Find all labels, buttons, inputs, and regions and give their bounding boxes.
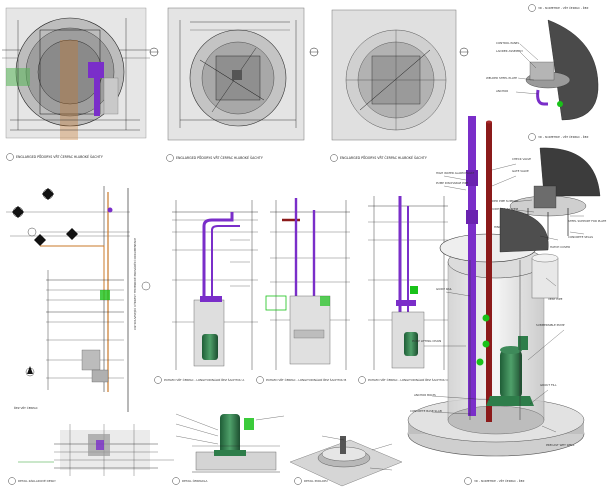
plan-view-1: ENGLARGED PŮDORYS VŘT ČERPAC HLUBOKÉ ŠAC… — [2, 7, 150, 161]
svg-text:WELDED STEEL PLATE: WELDED STEEL PLATE — [486, 76, 517, 80]
svg-text:PUMP LIFTING CHAIN: PUMP LIFTING CHAIN — [412, 339, 441, 343]
svg-text:STEEL SUPPORT FOR PLATE: STEEL SUPPORT FOR PLATE — [568, 219, 607, 223]
svg-text:WELDED PIPE SUPPORT: WELDED PIPE SUPPORT — [486, 199, 519, 203]
view-caption: DETAIL ZÁKLADOVÉ DESKY — [18, 478, 56, 483]
view-bubble-icon — [330, 154, 338, 162]
svg-text:HATCH COVER: HATCH COVER — [550, 245, 570, 249]
detail-view-2: DETAIL ČERPADLA — [172, 413, 285, 485]
view-caption: ENGLARGED PŮDORYS VŘT ČERPAC HLUBOKÉ ŠAC… — [340, 155, 427, 160]
view-caption: POHLED VŘT ČERPAC - LONGITUDINÁLNÍ ŘEZ Š… — [368, 377, 448, 382]
svg-text:VIZ SOUVISEJÍCÍ VÝKRESY TECHNI: VIZ SOUVISEJÍCÍ VÝKRESY TECHNICKÉ PROVÁD… — [132, 238, 137, 330]
svg-text:LADDER ASSEMBLY: LADDER ASSEMBLY — [496, 49, 523, 53]
north-arrow-icon — [25, 366, 35, 377]
svg-text:SUBMERSIBLE PUMP: SUBMERSIBLE PUMP — [536, 323, 565, 327]
section-marker-icon — [309, 47, 319, 57]
view-caption: POHLED VŘT ČERPAC - LONGITUDINÁLNÍ ŘEZ Š… — [164, 377, 244, 382]
svg-text:ANCHOR: ANCHOR — [496, 89, 508, 93]
section-marker-icon — [149, 47, 159, 57]
view-caption: 3D - ISOMETRIE - VŘT ČERPAC - ŘEZ — [538, 134, 588, 139]
view-bubble-icon — [141, 281, 151, 291]
label-column: CONTROL PANEL LADDER ASSEMBLY WELDED STE… — [486, 41, 539, 95]
section-view-c: POHLED VŘT ČERPAC - LONGITUDINÁLNÍ ŘEZ Š… — [358, 196, 448, 384]
view-bubble-icon — [294, 477, 302, 485]
detail-view-1: DETAIL ZÁKLADOVÉ DESKY — [8, 424, 174, 485]
svg-text:GUIDE RAIL: GUIDE RAIL — [436, 287, 452, 291]
view-caption: POHLED VŘT ČERPAC - LONGITUDINÁLNÍ ŘEZ Š… — [266, 377, 346, 382]
svg-text:HIGH WATER ALARM FLOAT: HIGH WATER ALARM FLOAT — [436, 171, 474, 175]
view-bubble-icon — [27, 227, 37, 237]
view-caption: DETAIL POKLOPU — [304, 479, 328, 483]
view-bubble-icon — [464, 477, 472, 485]
view-bubble-icon — [256, 376, 264, 384]
isometric-view-1: 3D - ISOMETRIE - VŘT ČERPAC - ŘEZ CONTRO… — [486, 4, 599, 121]
detail-view-3: DETAIL POKLOPU — [289, 435, 403, 487]
svg-text:PRECAST WET WELL: PRECAST WET WELL — [546, 443, 575, 447]
section-view-b: POHLED VŘT ČERPAC - LONGITUDINÁLNÍ ŘEZ Š… — [256, 198, 350, 384]
view-caption: ENGLARGED PŮDORYS VŘT ČERPAC HLUBOKÉ ŠAC… — [16, 154, 103, 159]
svg-text:GROUT FILL: GROUT FILL — [540, 383, 557, 387]
elevation-marker-icon — [42, 188, 54, 200]
svg-text:CHECK VALVE: CHECK VALVE — [512, 157, 531, 161]
view-bubble-icon — [172, 477, 180, 485]
section-view-1: ŘEZ VŘT ČERPAC — [6, 186, 130, 410]
svg-text:CONTROL PANEL: CONTROL PANEL — [496, 41, 520, 45]
label-column: HIGH WATER ALARM FLOAT PUMP DISCHARGE PI… — [410, 157, 575, 447]
plan-view-2: ENGLARGED PŮDORYS VŘT ČERPAC HLUBOKÉ ŠAC… — [166, 7, 305, 162]
elevation-marker-icon — [66, 228, 78, 240]
elevation-marker-icon — [34, 234, 46, 246]
view-bubble-icon — [528, 133, 536, 141]
view-caption: ENGLARGED PŮDORYS VŘT ČERPAC HLUBOKÉ ŠAC… — [176, 155, 263, 160]
svg-text:CONCRETE BASE SLAB: CONCRETE BASE SLAB — [410, 409, 442, 413]
svg-text:ANCHOR BOLTS: ANCHOR BOLTS — [414, 393, 436, 397]
view-bubble-icon — [6, 153, 14, 161]
view-bubble-icon — [154, 376, 162, 384]
svg-text:GATE VALVE: GATE VALVE — [512, 169, 529, 173]
view-caption: 3D - ISOMETRIE - VŘT ČERPAC - ŘEZ — [474, 478, 524, 483]
isometric-view-2: 3D - ISOMETRIE - VŘT ČERPAC - ŘEZ WELDED… — [486, 133, 607, 240]
svg-text:CONCRETE SEALS: CONCRETE SEALS — [568, 235, 593, 239]
plan-view-3: ENGLARGED PŮDORYS VŘT ČERPAC HLUBOKÉ ŠAC… — [330, 9, 457, 162]
view-bubble-icon — [528, 4, 536, 12]
view-caption: ŘEZ VŘT ČERPAC — [14, 405, 38, 410]
view-bubble-icon — [166, 154, 174, 162]
view-caption: DETAIL ČERPADLA — [182, 478, 207, 483]
svg-text:PUMP DISCHARGE PIPE: PUMP DISCHARGE PIPE — [436, 181, 468, 185]
vertical-note: VIZ SOUVISEJÍCÍ VÝKRESY TECHNICKÉ PROVÁD… — [127, 188, 151, 412]
isometric-view-main: HIGH WATER ALARM FLOAT PUMP DISCHARGE PI… — [407, 116, 585, 485]
svg-text:VENT PIPE: VENT PIPE — [548, 297, 563, 301]
section-view-a: POHLED VŘT ČERPAC - LONGITUDINÁLNÍ ŘEZ Š… — [154, 200, 258, 384]
section-marker-icon — [459, 47, 469, 57]
view-caption: 3D - ISOMETRIE - VŘT ČERPAC - ŘEZ — [538, 5, 588, 10]
view-bubble-icon — [358, 376, 366, 384]
view-bubble-icon — [8, 477, 16, 485]
